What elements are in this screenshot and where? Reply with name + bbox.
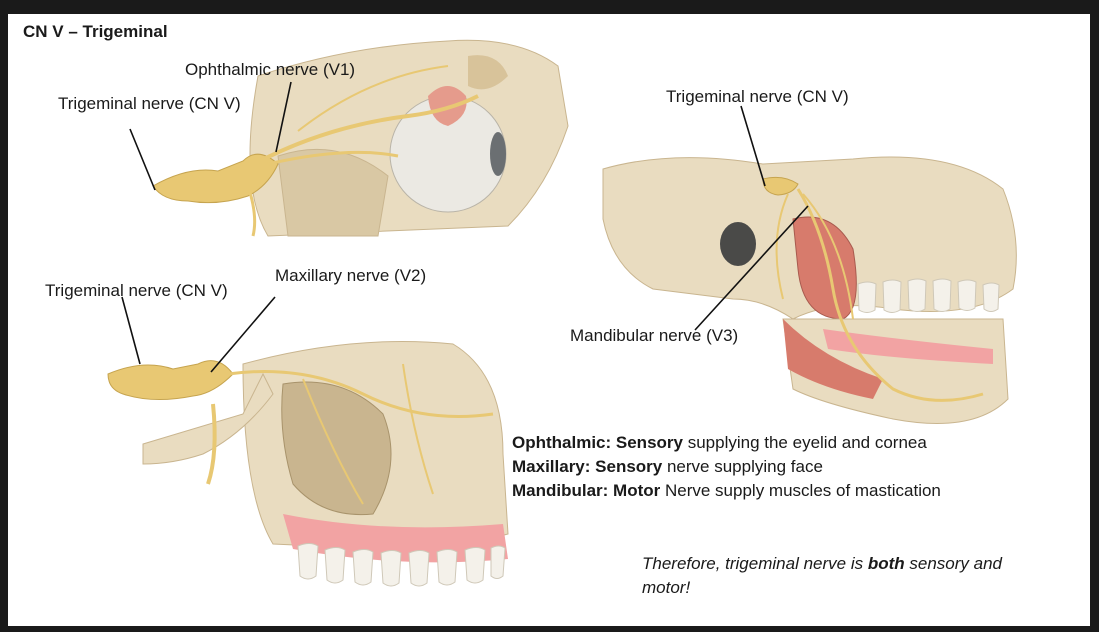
label-ophthalmic-nerve: Ophthalmic nerve (V1) [185, 60, 356, 79]
slide-title: CN V – Trigeminal [23, 22, 168, 41]
note-ophthalmic-text: supplying the eyelid and cornea [682, 433, 927, 452]
note-maxillary: Maxillary: Sensory nerve supplying face [512, 455, 942, 479]
label-trigeminal-nerve-right: Trigeminal nerve (CN V) [666, 87, 849, 106]
note-mandibular-heading: Mandibular: Motor [512, 481, 661, 500]
note-maxillary-heading: Maxillary: Sensory [512, 457, 663, 476]
maxilla-illustration [107, 341, 509, 587]
conclusion-pre: Therefore, trigeminal nerve is [642, 554, 868, 573]
note-mandibular: Mandibular: Motor Nerve supply muscles o… [512, 479, 942, 503]
note-ophthalmic: Ophthalmic: Sensory supplying the eyelid… [512, 431, 942, 455]
label-trigeminal-nerve-top: Trigeminal nerve (CN V) [58, 94, 241, 113]
slide: CN V – Trigeminal [8, 14, 1090, 626]
mandible-illustration [602, 156, 1017, 424]
note-maxillary-text: nerve supplying face [662, 457, 823, 476]
leader-lines [121, 81, 809, 373]
note-mandibular-text: Nerve supply muscles of mastication [660, 481, 941, 500]
conclusion-post: sensory and motor! [642, 554, 1002, 597]
nerve-function-notes: Ophthalmic: Sensory supplying the eyelid… [512, 431, 942, 503]
label-mandibular-nerve: Mandibular nerve (V3) [570, 326, 739, 345]
orbit-illustration [152, 39, 569, 237]
label-maxillary-nerve: Maxillary nerve (V2) [275, 266, 427, 285]
label-trigeminal-nerve-bottom: Trigeminal nerve (CN V) [45, 281, 228, 300]
note-ophthalmic-heading: Ophthalmic: Sensory [512, 433, 683, 452]
conclusion: Therefore, trigeminal nerve is both sens… [642, 552, 1042, 600]
conclusion-emphasis: both [867, 554, 905, 573]
